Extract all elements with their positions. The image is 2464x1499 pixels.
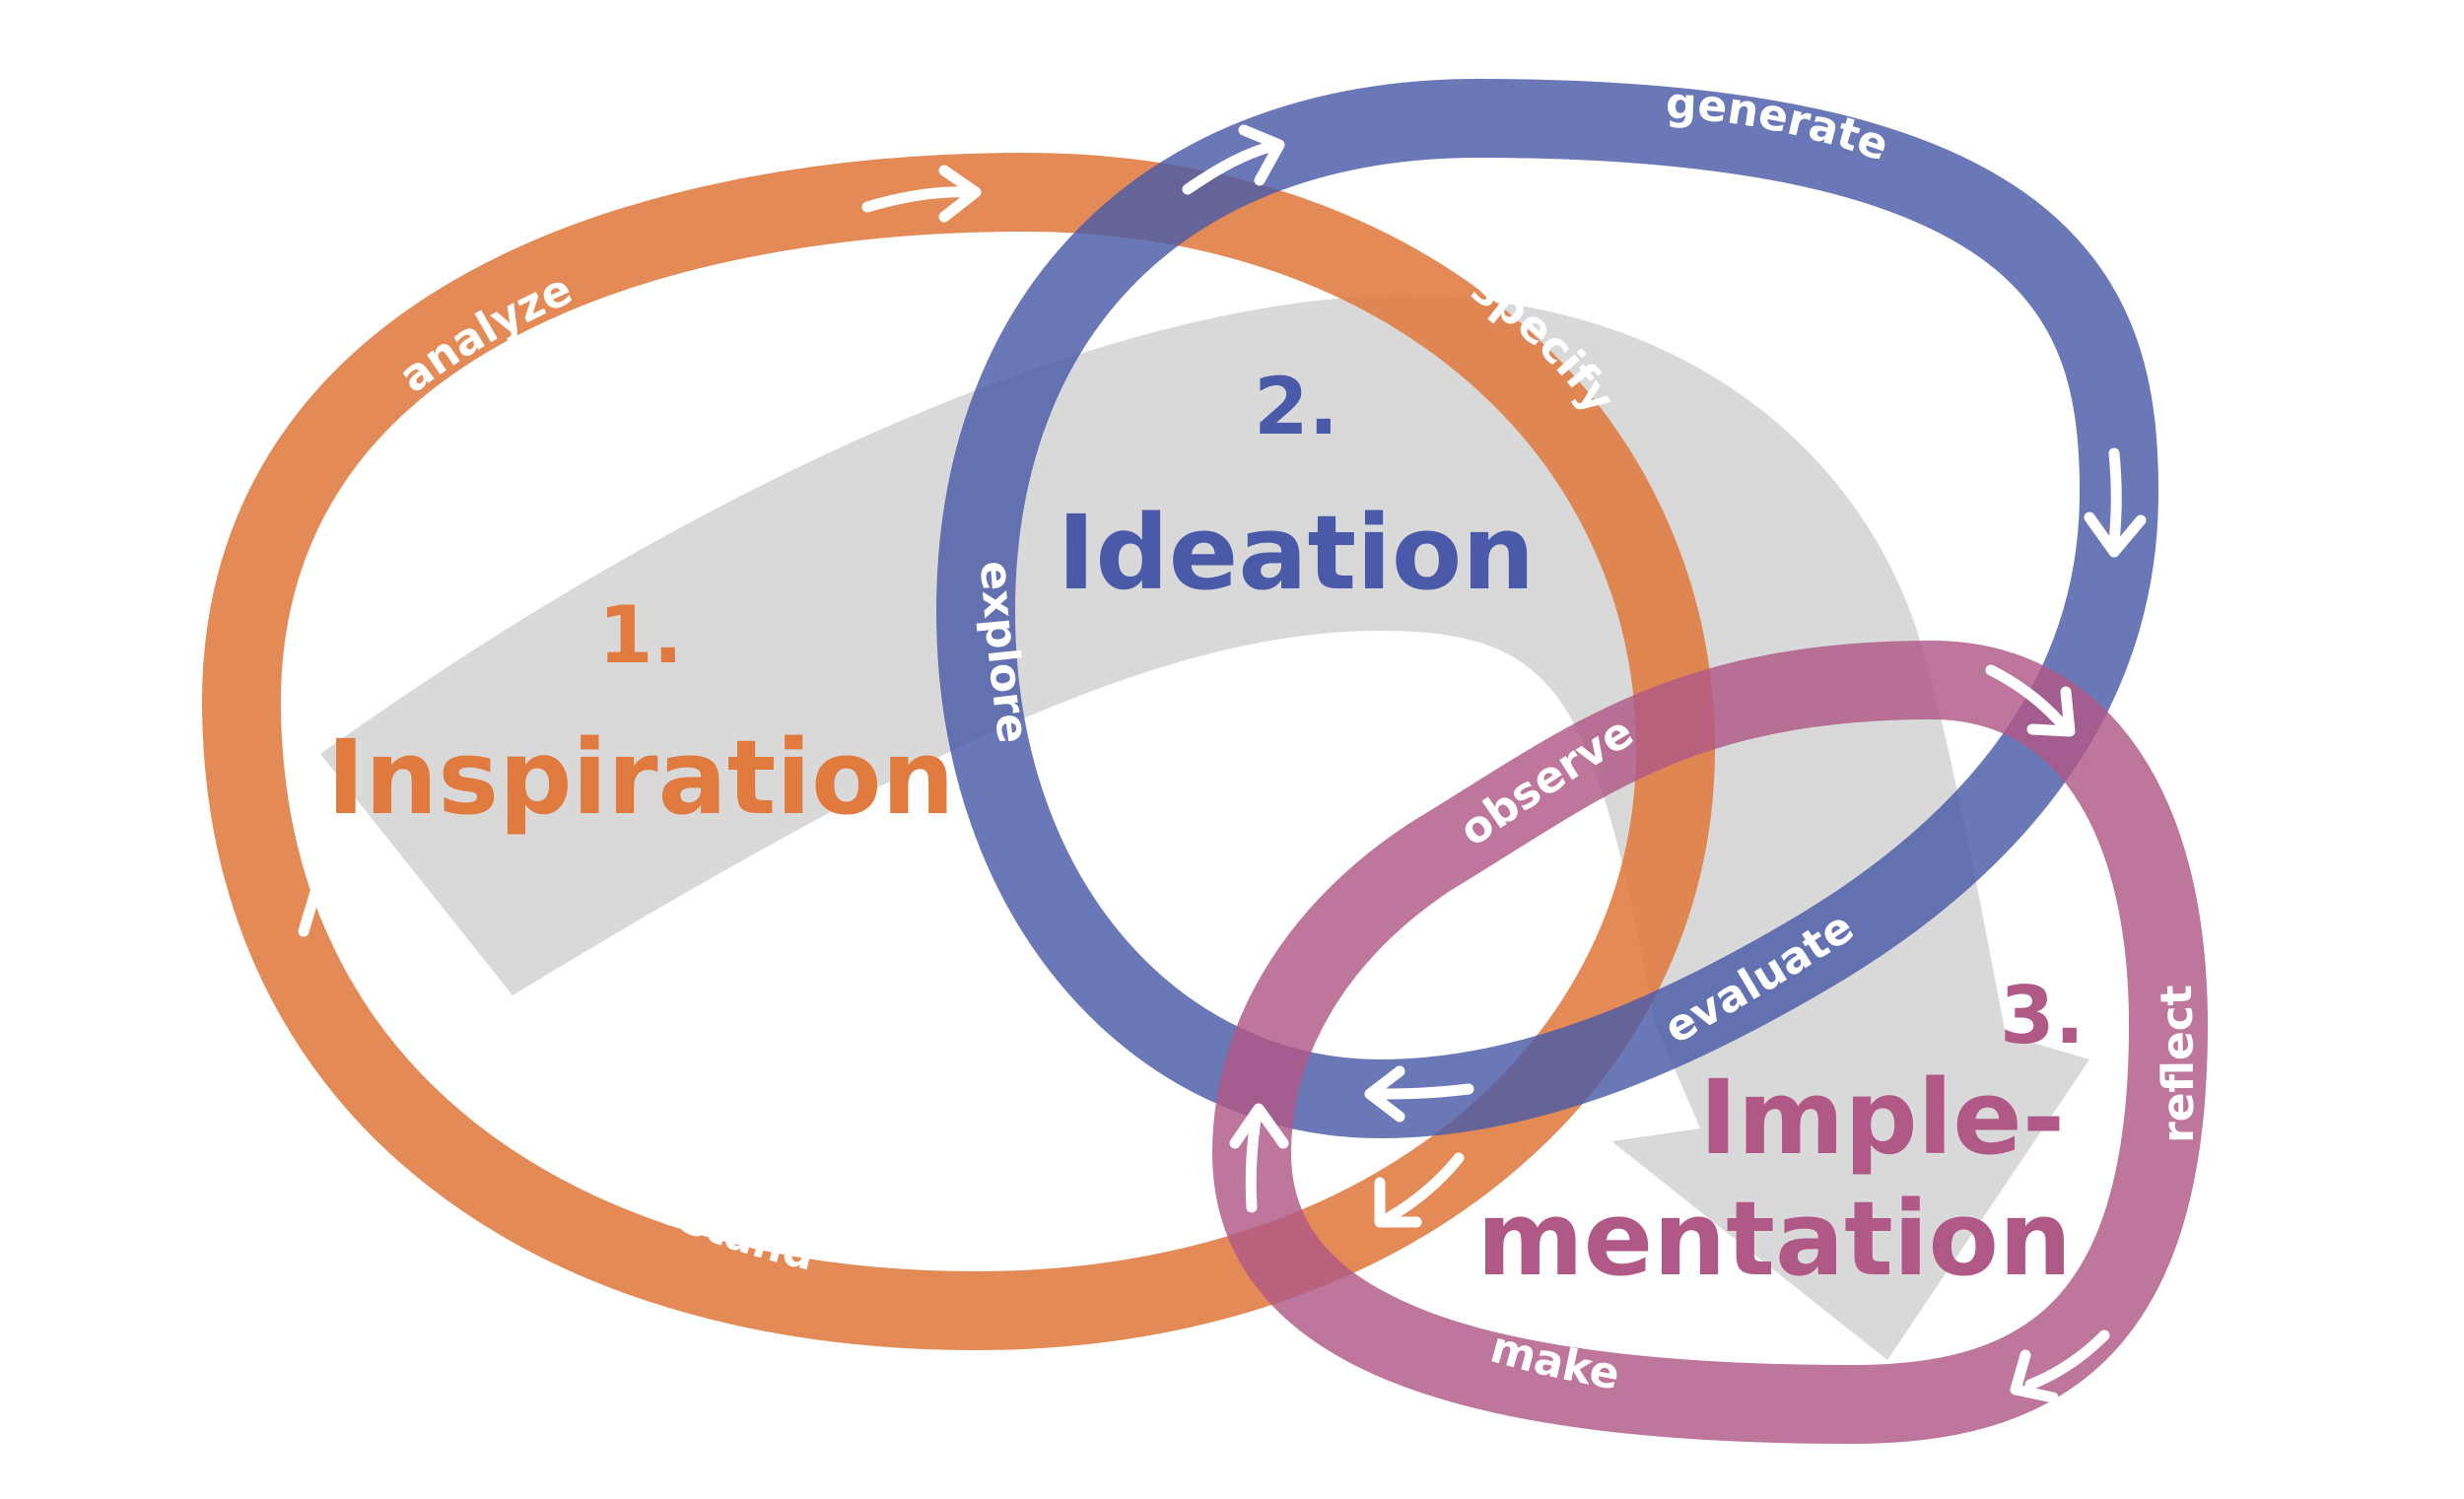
phase-number-ideation: 2.	[1254, 361, 1338, 452]
phase-number-implementation: 3.	[2000, 970, 2085, 1061]
phase-title-inspiration: Inspiration	[326, 717, 954, 838]
arrow-icon	[298, 886, 371, 987]
phase-title-implementation-line2: mentation	[1476, 1179, 2072, 1299]
phase-title-implementation-line1: Imple-	[1699, 1057, 2065, 1178]
arrow-icon	[1182, 124, 1285, 195]
arrow-icon	[1985, 664, 2076, 737]
arrow-icon	[861, 165, 982, 223]
phase-title-ideation: Ideation	[1058, 493, 1536, 613]
ring-arrows	[298, 124, 2147, 1403]
label-reflect: reflect	[2152, 984, 2204, 1143]
arrow-icon	[2010, 1329, 2110, 1403]
arrow-icon	[1364, 1065, 1474, 1123]
arrow-icon	[1229, 1103, 1289, 1213]
arrow-icon	[2084, 447, 2147, 558]
phase-number-inspiration: 1.	[598, 589, 683, 681]
arrow-icon	[1374, 1152, 1465, 1228]
